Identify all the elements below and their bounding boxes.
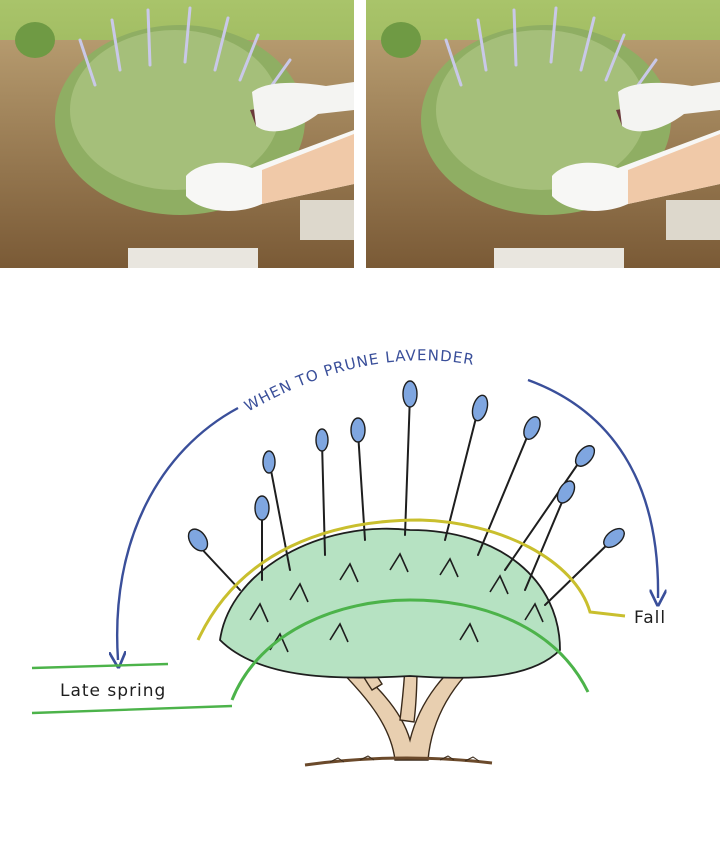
- pruning-photo-left-image: [0, 0, 354, 268]
- foliage: [219, 527, 561, 679]
- late-spring-arrow: [117, 406, 239, 660]
- lavender-pruning-diagram: WHEN TO PRUNE LAVENDER: [0, 268, 720, 864]
- late-spring-line-top: [31, 662, 169, 670]
- flower-stems: [197, 394, 613, 606]
- fall-label: Fall: [634, 608, 666, 628]
- lavender-diagram-svg: WHEN TO PRUNE LAVENDER: [31, 346, 720, 767]
- diagram-title-path: WHEN TO PRUNE LAVENDER: [241, 346, 475, 415]
- diagram-title: WHEN TO PRUNE LAVENDER: [241, 346, 476, 415]
- late-spring-line-bottom: [31, 704, 233, 715]
- late-spring-label: Late spring: [60, 681, 166, 701]
- fall-prune-line: [196, 518, 626, 641]
- fall-arrow: [527, 378, 658, 598]
- pruning-photo-right: [366, 0, 720, 268]
- pruning-photo-right-image: [366, 0, 720, 268]
- soil-line: [304, 756, 493, 767]
- pruning-photo-left: [0, 0, 354, 268]
- late-spring-prune-line: [230, 598, 590, 701]
- flower-heads: [187, 380, 625, 552]
